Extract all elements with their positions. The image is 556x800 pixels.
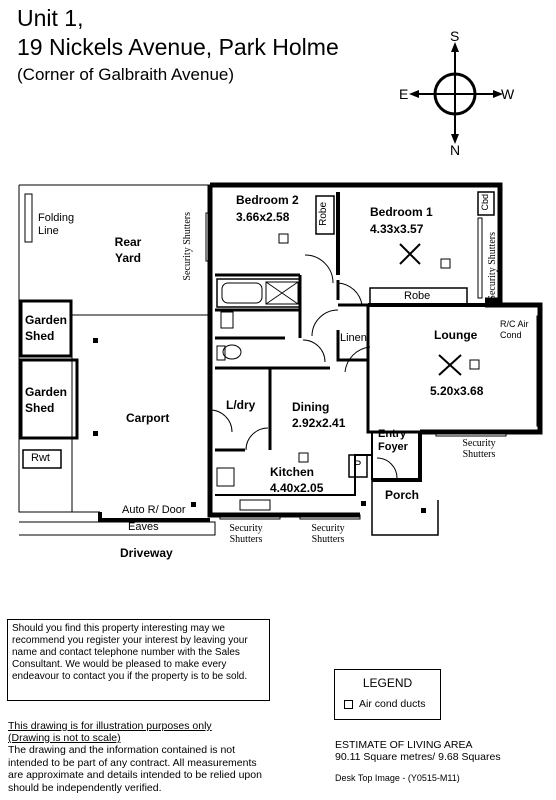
laundry-label: L/dry	[226, 398, 256, 412]
living-area-value: 90.11 Square metres/ 9.68 Squares	[335, 751, 501, 763]
living-area-heading: ESTIMATE OF LIVING AREA	[335, 739, 473, 751]
kitchen-size: 4.40x2.05	[270, 481, 324, 495]
disclaimer-line-2: (Drawing is not to scale)	[8, 732, 121, 744]
compass-north: N	[450, 142, 461, 158]
bedroom1-name: Bedroom 1	[370, 205, 433, 219]
image-reference: Desk Top Image - (Y0515-M11)	[335, 773, 460, 783]
security-shutters-label: Security Shutters	[229, 523, 263, 545]
lounge-size: 5.20x3.68	[430, 384, 484, 398]
compass-rose-icon	[409, 42, 503, 144]
address-line-1: Unit 1,	[17, 5, 84, 31]
address-line-3: (Corner of Galbraith Avenue)	[17, 65, 235, 84]
compass-south: S	[450, 28, 460, 44]
security-shutters-label: Security Shutters	[462, 438, 496, 460]
floor-plan	[18, 182, 543, 536]
dining-name: Dining	[292, 400, 330, 414]
interest-note: Should you find this property interestin…	[7, 619, 270, 701]
bedroom2-size: 3.66x2.58	[236, 210, 290, 224]
disclaimer-body: The drawing and the information containe…	[8, 744, 262, 794]
compass-east: E	[399, 86, 409, 102]
bedroom1-size: 4.33x3.57	[370, 222, 424, 236]
carport-label: Carport	[126, 411, 170, 425]
legend-title: LEGEND	[362, 676, 413, 690]
ceiling-fan-icon	[399, 243, 462, 376]
porch-label: Porch	[385, 488, 420, 502]
security-shutters-label: Security Shutters	[182, 212, 193, 281]
folding-line-label: Folding Line	[38, 212, 75, 237]
garden-shed-2-label: Garden Shed	[25, 385, 68, 415]
compass: S N E W	[395, 28, 525, 158]
robe-label: Robe	[404, 290, 431, 302]
pantry-label: P	[354, 459, 362, 471]
air-cond-duct-icon	[344, 700, 353, 709]
legend-item: Air cond ducts	[359, 698, 426, 710]
lounge-name: Lounge	[434, 328, 478, 342]
driveway-label: Driveway	[120, 546, 173, 560]
dining-size: 2.92x2.41	[292, 416, 346, 430]
bedroom2-name: Bedroom 2	[236, 193, 299, 207]
auto-door-label: Auto R/ Door	[122, 504, 186, 516]
rc-air-label: R/C Air Cond	[500, 319, 529, 340]
legend-box: LEGEND Air cond ducts	[334, 669, 441, 720]
air-cond-duct-icon	[278, 233, 480, 463]
kitchen-name: Kitchen	[270, 465, 315, 479]
robe-vertical-label: Robe	[318, 202, 329, 226]
eaves-label: Eaves	[128, 521, 159, 533]
cbd-label: Cbd	[480, 194, 490, 211]
garden-shed-1-label: Garden Shed	[25, 313, 68, 343]
rwt-label: Rwt	[31, 452, 50, 464]
security-shutters-label: Security Shutters	[311, 523, 345, 545]
address-line-2: 19 Nickels Avenue, Park Holme	[17, 34, 339, 60]
entry-foyer-label: Entry Foyer	[378, 428, 408, 453]
compass-west: W	[501, 86, 515, 102]
rear-yard-label: Rear Yard	[114, 235, 142, 265]
disclaimer-line-1: This drawing is for illustration purpose…	[8, 720, 212, 732]
linen-label: Linen	[340, 332, 367, 344]
security-shutters-label: Security Shutters	[487, 232, 498, 301]
